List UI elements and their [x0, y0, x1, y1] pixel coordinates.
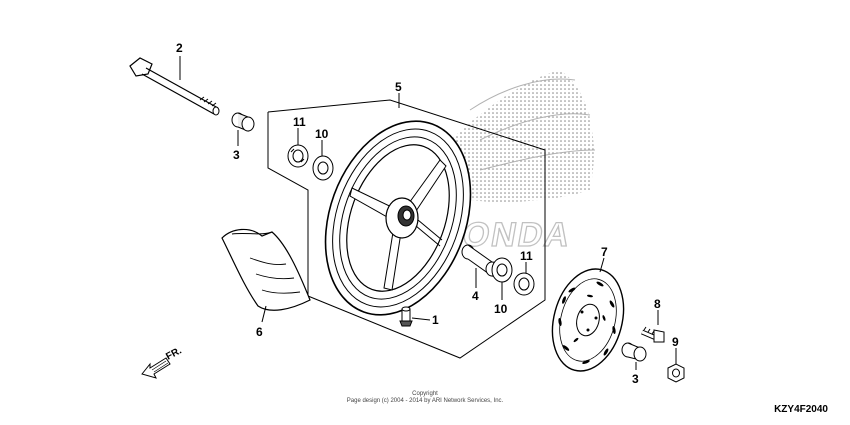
callout-10-lower: 10: [494, 302, 508, 316]
valve-stem: [399, 306, 413, 327]
front-direction-label: FR.: [164, 345, 184, 362]
bearing-10-upper: [312, 155, 334, 181]
assembly-frame: [267, 99, 546, 359]
callouts: 2 3 11 10 5 1 4 10 11 7 8 3 9 6: [176, 41, 679, 386]
copyright-line-1: Copyright: [412, 391, 438, 397]
bearing-10-lower: [491, 257, 513, 283]
callout-11-lower: 11: [520, 249, 533, 263]
callout-3-left: 3: [233, 148, 240, 162]
diagram-code: KZY4F2040: [774, 404, 828, 415]
callout-6: 6: [256, 325, 263, 339]
cast-wheel: [324, 120, 472, 316]
bearing-11-lower: [513, 272, 535, 296]
leader-lines: [179, 56, 677, 370]
callout-5: 5: [395, 80, 402, 94]
axle-bolt: [129, 57, 220, 116]
callout-1: 1: [432, 313, 439, 327]
callout-7: 7: [601, 245, 608, 259]
distance-collar-right: [621, 342, 647, 362]
front-direction-arrow: FR.: [141, 345, 184, 379]
callout-3-right: 3: [632, 372, 639, 386]
fender-cover: [221, 228, 311, 311]
copyright-line-2: Page design (c) 2004 - 2014 by ARI Netwo…: [346, 398, 504, 404]
disc-bolt: [641, 326, 665, 343]
callout-2: 2: [176, 41, 183, 55]
distance-collar-left: [231, 112, 255, 132]
callout-10-upper: 10: [315, 127, 329, 141]
bearing-11-upper: [287, 144, 309, 168]
callout-9: 9: [672, 335, 679, 349]
callout-11-upper: 11: [293, 115, 306, 129]
brake-disc: [551, 268, 625, 372]
axle-nut: [667, 363, 685, 383]
callout-4: 4: [472, 289, 479, 303]
callout-8: 8: [654, 297, 661, 311]
